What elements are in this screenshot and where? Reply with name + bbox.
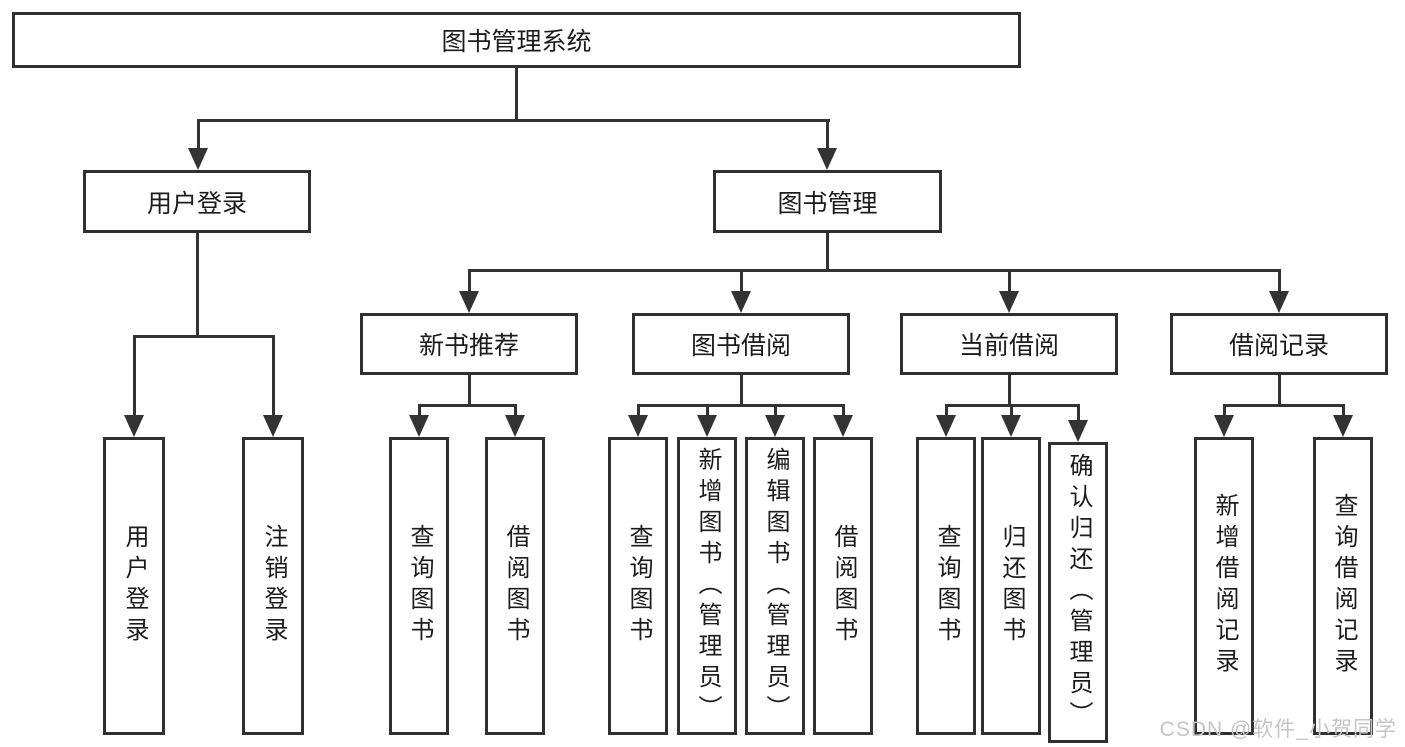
leaf-label: 查询借阅记录: [1330, 493, 1357, 679]
arrow-down-icon: [697, 415, 717, 437]
arrow-down-icon: [628, 415, 648, 437]
connector-line: [1223, 404, 1226, 417]
csdn-watermark: CSDN @软件_小贺同学: [1159, 718, 1397, 741]
leaf-label: 注销登录: [260, 524, 287, 648]
connector-line: [468, 375, 471, 406]
leaf-label: 用户登录: [121, 524, 148, 648]
arrow-down-icon: [1214, 415, 1234, 437]
node-label: 当前借阅: [958, 332, 1059, 360]
arrow-down-icon: [124, 415, 144, 437]
node-new-book-recommendation: 新书推荐: [360, 313, 578, 375]
connector-line: [637, 404, 640, 417]
arrow-down-icon: [1269, 291, 1289, 313]
arrow-down-icon: [409, 415, 429, 437]
arrow-down-icon: [833, 415, 853, 437]
connector-line: [740, 375, 743, 406]
connector-line: [1223, 404, 1344, 407]
connector-line: [197, 119, 830, 122]
leaf-logout: 注销登录: [242, 437, 304, 735]
leaf-borrowing-query-books: 查询图书: [608, 437, 668, 735]
connector-line: [740, 269, 743, 293]
node-borrowing-records: 借阅记录: [1170, 313, 1388, 375]
leaf-label: 查询图书: [933, 524, 960, 648]
arrow-down-icon: [1068, 420, 1088, 442]
leaf-label: 借阅图书: [502, 524, 529, 648]
connector-line: [1342, 404, 1345, 417]
connector-line: [1278, 269, 1281, 293]
leaf-label: 编辑图书（管理员）: [762, 446, 789, 726]
connector-line: [468, 269, 1281, 272]
leaf-records-add-borrow-record: 新增借阅记录: [1194, 437, 1254, 735]
leaf-current-return-books: 归还图书: [981, 437, 1041, 735]
leaf-borrowing-borrow-books: 借阅图书: [813, 437, 873, 735]
connector-line: [272, 335, 275, 417]
leaf-current-confirm-return-admin: 确认归还（管理员）: [1048, 442, 1108, 743]
arrow-down-icon: [817, 148, 837, 170]
leaf-recommend-borrow-books: 借阅图书: [485, 437, 545, 735]
node-book-borrowing: 图书借阅: [632, 313, 850, 375]
connector-line: [196, 233, 199, 337]
connector-line: [1077, 404, 1080, 422]
node-label: 新书推荐: [418, 332, 519, 360]
leaf-user-login: 用户登录: [103, 437, 165, 735]
connector-line: [637, 404, 844, 407]
leaf-current-query-books: 查询图书: [916, 437, 976, 735]
arrow-down-icon: [999, 291, 1019, 313]
connector-line: [826, 233, 829, 271]
arrow-down-icon: [936, 415, 956, 437]
leaf-label: 归还图书: [998, 524, 1025, 648]
leaf-label: 借阅图书: [830, 524, 857, 648]
leaf-label: 确认归还（管理员）: [1065, 453, 1092, 732]
node-current-borrowing: 当前借阅: [900, 313, 1118, 375]
node-label: 图书管理: [777, 189, 878, 218]
node-user-login: 用户登录: [83, 170, 311, 233]
node-label: 用户登录: [146, 189, 247, 218]
arrow-down-icon: [505, 415, 525, 437]
node-book-management: 图书管理: [713, 170, 942, 233]
connector-line: [706, 404, 709, 417]
node-label: 图书管理系统: [441, 28, 592, 56]
arrow-down-icon: [459, 291, 479, 313]
arrow-down-icon: [263, 415, 283, 437]
node-label: 图书借阅: [690, 332, 791, 360]
connector-line: [515, 67, 518, 121]
connector-line: [133, 335, 136, 417]
connector-line: [418, 404, 421, 417]
leaf-label: 新增图书（管理员）: [694, 446, 721, 726]
connector-line: [945, 404, 948, 417]
leaf-recommend-query-books: 查询图书: [389, 437, 449, 735]
node-label: 借阅记录: [1228, 332, 1329, 360]
leaf-borrowing-add-books-admin: 新增图书（管理员）: [677, 437, 737, 735]
arrow-down-icon: [1333, 415, 1353, 437]
connector-line: [842, 404, 845, 417]
node-library-system: 图书管理系统: [12, 12, 1021, 68]
leaf-borrowing-edit-books-admin: 编辑图书（管理员）: [745, 437, 805, 735]
connector-line: [468, 269, 471, 293]
connector-line: [1008, 375, 1011, 406]
connector-line: [1010, 404, 1013, 417]
leaf-label: 查询图书: [406, 524, 433, 648]
connector-line: [826, 119, 829, 150]
connector-line: [418, 404, 516, 407]
arrow-down-icon: [765, 415, 785, 437]
connector-line: [514, 404, 517, 417]
arrow-down-icon: [188, 148, 208, 170]
leaf-label: 新增借阅记录: [1211, 493, 1238, 679]
connector-line: [1008, 269, 1011, 293]
connector-line: [774, 404, 777, 417]
leaf-label: 查询图书: [625, 524, 652, 648]
connector-line: [133, 335, 274, 338]
connector-line: [1278, 375, 1281, 406]
connector-line: [197, 119, 200, 150]
leaf-records-query-borrow-record: 查询借阅记录: [1313, 437, 1373, 735]
arrow-down-icon: [731, 291, 751, 313]
arrow-down-icon: [1001, 415, 1021, 437]
